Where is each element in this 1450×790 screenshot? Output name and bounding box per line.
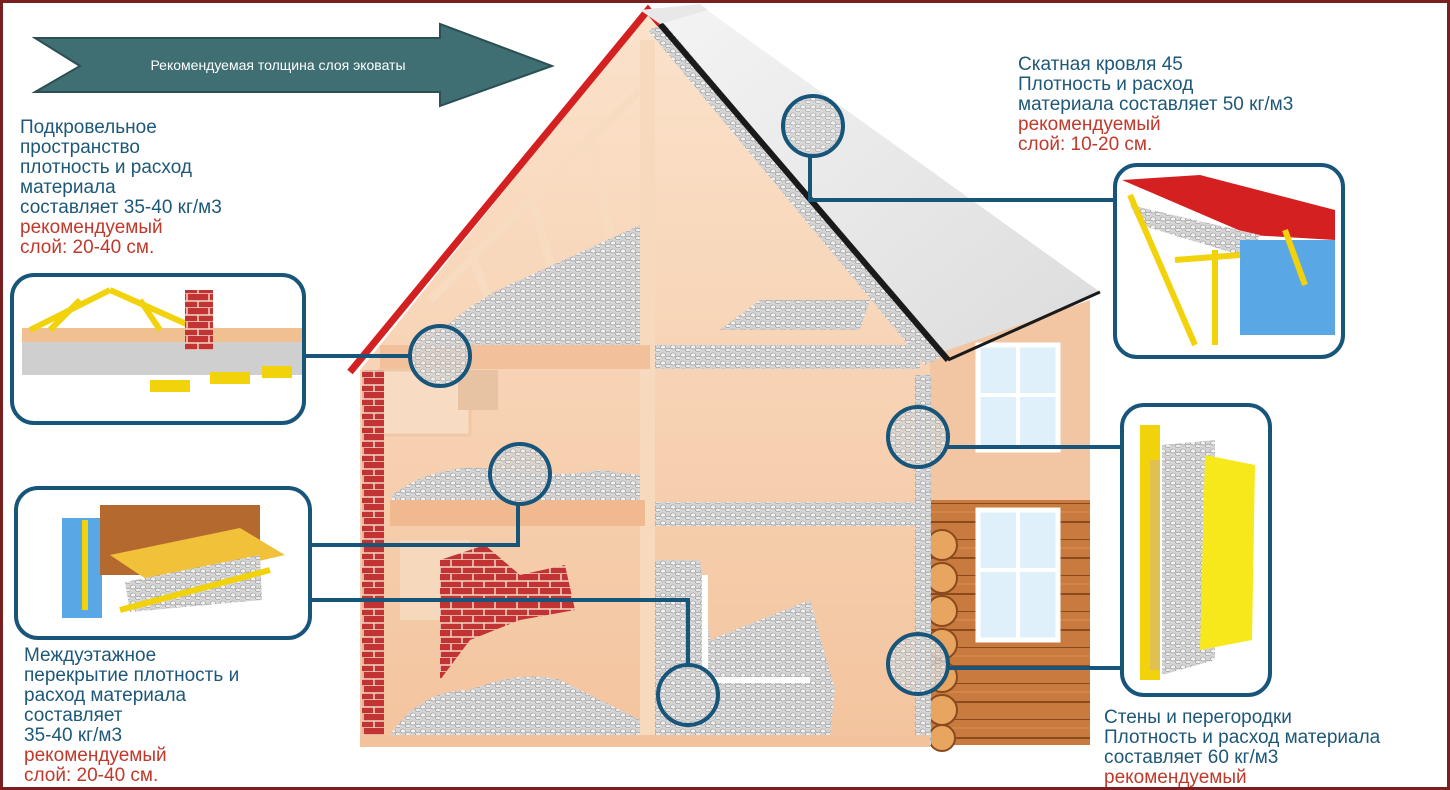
magnifier-circle-icon [408, 94, 950, 727]
attic-ecowool [420, 225, 640, 355]
brick-wall-left [362, 370, 384, 745]
callout-leaders [303, 156, 1124, 670]
brick-partition [440, 545, 575, 680]
callout-box-interfloor [14, 486, 312, 640]
note-line: Скатная кровля 45 [1018, 54, 1183, 75]
note-line: плотность и расход [20, 157, 192, 178]
note-line: Междуэтажное [24, 645, 157, 666]
note-line: 35-40 кг/м3 [24, 725, 123, 746]
note-line: Подкровельное [20, 117, 157, 138]
note-line: перекрытие плотность и [24, 665, 240, 686]
note-roof-space: Подкровельное пространство плотность и р… [20, 118, 222, 258]
note-line: Стены и перегородки [1104, 707, 1292, 728]
note-line: составляет [24, 705, 123, 726]
note-line: расход материала [24, 685, 187, 706]
note-recommended: рекомендуемый [1104, 767, 1247, 788]
window-upper [975, 342, 1061, 453]
callout-box-roofspace [10, 273, 306, 425]
note-pitched-roof: Скатная кровля 45 Плотность и расход мат… [1018, 55, 1293, 155]
note-recommended: рекомендуемый [24, 745, 167, 766]
note-line: пространство [20, 137, 140, 158]
note-recommended: слой: 20-40 см. [20, 237, 155, 258]
note-interfloor: Междуэтажное перекрытие плотность и расх… [24, 646, 239, 786]
banner-title: Рекомендуемая толщина слоя эковаты [150, 57, 406, 73]
roof-ecowool-layer [648, 24, 945, 365]
center-post [640, 40, 655, 745]
note-recommended: рекомендуемый [1018, 114, 1161, 135]
note-line: Плотность и расход [1018, 74, 1194, 95]
note-line: составляет 60 кг/м3 [1104, 747, 1279, 768]
note-line: материала [20, 177, 116, 198]
note-recommended: рекомендуемый [20, 217, 163, 238]
arrow-banner-icon [31, 22, 555, 108]
note-line: составляет 35-40 кг/м3 [20, 197, 222, 218]
callout-box-walls [1120, 403, 1272, 697]
note-recommended: слой: 20-40 см. [24, 765, 159, 786]
window-lower [975, 507, 1061, 643]
note-line: материала составляет 50 кг/м3 [1018, 94, 1294, 115]
note-recommended: слой: 10-20 см. [1018, 134, 1153, 155]
note-walls: Стены и перегородки Плотность и расход м… [1104, 708, 1380, 788]
note-line: Плотность и расход материала [1104, 727, 1381, 748]
callout-box-pitched-roof [1113, 163, 1345, 359]
pitched-roof-surface [652, 8, 1100, 360]
